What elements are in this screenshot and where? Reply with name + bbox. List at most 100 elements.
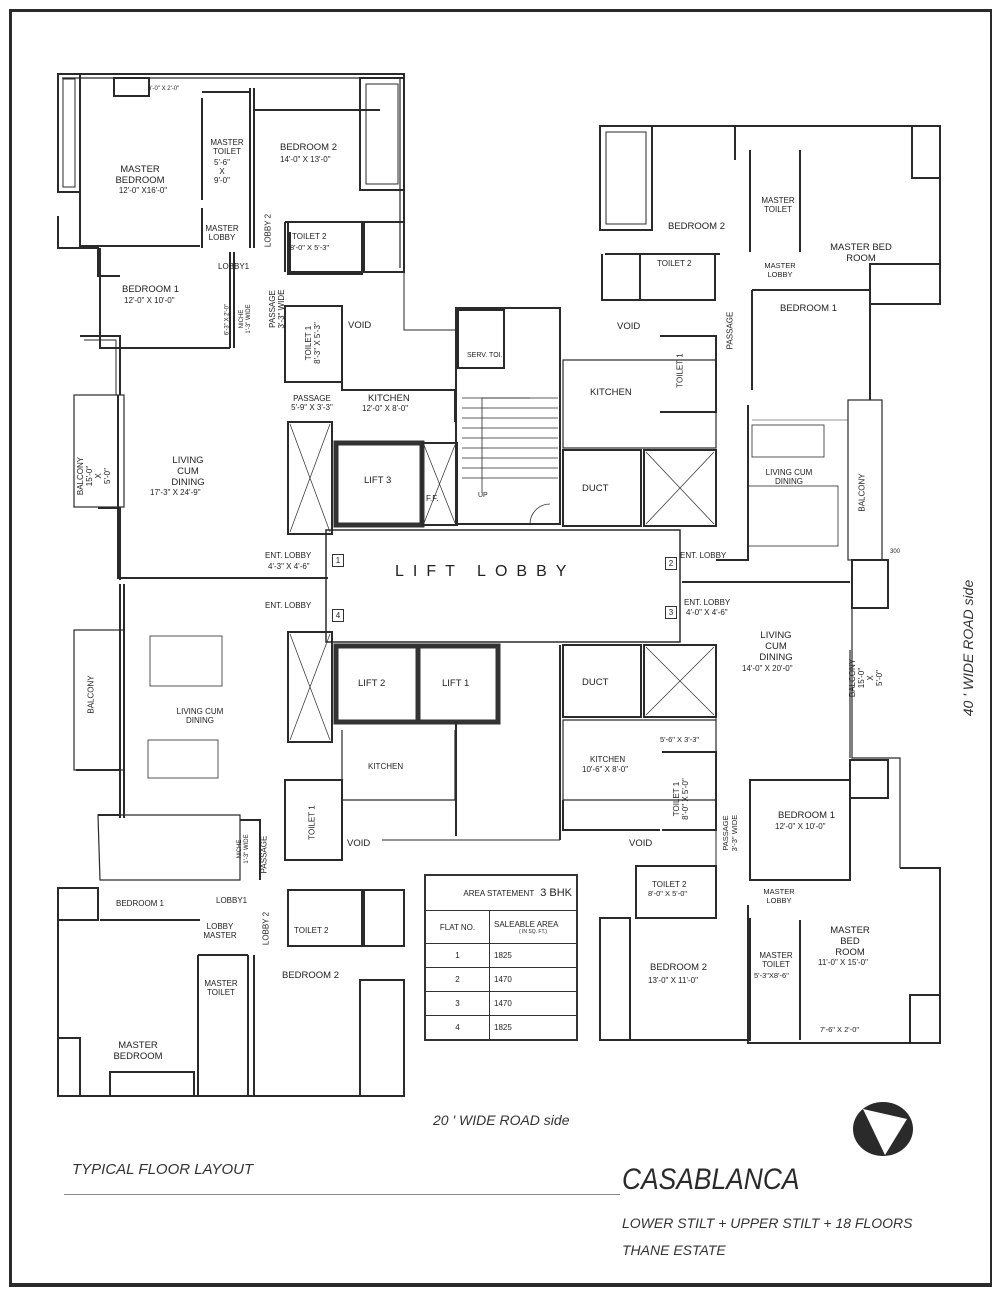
flat1-toilet2-dim: 8'-0" X 5'-3" xyxy=(290,243,330,252)
flat2-balcony-label: BALCONY xyxy=(857,473,867,512)
flat3-bedroom1-label: BEDROOM 1 xyxy=(778,810,836,821)
flat4-niche-label: NICHE 1'-3" WIDE xyxy=(237,834,250,864)
flat3-master-bedroom-label: MASTER BED ROOM xyxy=(830,925,870,958)
lift3-label: LIFT 3 xyxy=(364,475,392,486)
flat3-toilet1-label: TOILET 1 8'-0" X 5'-0" xyxy=(672,778,690,820)
flat1-kitchen-label: KITCHEN xyxy=(368,393,410,404)
area-cell: 1470 xyxy=(489,967,578,992)
area-cell: 1825 xyxy=(489,943,578,968)
flat-no-cell: 1 xyxy=(424,943,490,968)
flat1-lobby1-label: LOBBY1 xyxy=(218,262,250,271)
flat3-master-lobby-label: MASTER LOBBY xyxy=(763,887,795,905)
duct-upper-label: DUCT xyxy=(582,483,609,494)
col-flat-no: FLAT NO. xyxy=(424,910,490,944)
layout-label: TYPICAL FLOOR LAYOUT xyxy=(72,1161,254,1178)
flat2-planter-label: 300 xyxy=(890,549,901,555)
area-cell: 1470 xyxy=(489,991,578,1016)
flat1-toilet1-label: TOILET 1 8'-3" X 5'-3" xyxy=(304,322,322,364)
flat4-passage-label: PASSAGE xyxy=(259,835,269,874)
flat3-living-dim: 14'-0" X 20'-0" xyxy=(742,664,793,673)
flat3-master-toilet-label: MASTER TOILET xyxy=(759,951,793,969)
project-subtitle-floors: LOWER STILT + UPPER STILT + 18 FLOORS xyxy=(622,1215,913,1231)
flat1-passage2-label: PASSAGE 5'-9" X 3'-3" xyxy=(291,394,333,412)
flat1-void-label: VOID xyxy=(348,320,372,331)
flat4-master-toilet-label: MASTER TOILET xyxy=(204,979,238,997)
flat2-ent-lobby-label: ENT. LOBBY xyxy=(680,551,727,560)
flat-no-cell: 3 xyxy=(424,991,490,1016)
flat3-master-bedroom-dim: 11'-0" X 15'-0" xyxy=(818,958,868,967)
flat3-bedroom2-label: BEDROOM 2 xyxy=(650,962,708,973)
stair-up-label: UP xyxy=(478,492,488,499)
road-bottom-label: 20 ' WIDE ROAD side xyxy=(433,1112,570,1128)
col-saleable-area-label: SALEABLE AREA xyxy=(494,919,559,929)
flat1-wardrobe-dim: 6'-0" X 2'-0" xyxy=(148,86,180,92)
flat-no-cell: 4 xyxy=(424,1015,490,1041)
flat-no-cell: 2 xyxy=(424,967,490,992)
project-title: CASABLANCA xyxy=(622,1163,800,1196)
col-saleable-area: SALEABLE AREA( IN SQ. FT.) xyxy=(489,910,578,944)
flat-door-number-3: 3 xyxy=(665,606,677,619)
flat4-void-label: VOID xyxy=(347,838,371,849)
lift1-label: LIFT 1 xyxy=(442,678,470,689)
flat4-lobby2-label: LOBBY 2 xyxy=(261,911,271,946)
flat-door-number-1: 1 xyxy=(332,554,344,567)
col-saleable-area-unit: ( IN SQ. FT.) xyxy=(518,928,548,935)
drawing-frame xyxy=(9,9,992,1287)
flat3-toilet2-dim: 8'-0" X 5'-0" xyxy=(648,889,688,898)
lift2-label: LIFT 2 xyxy=(358,678,386,689)
flat4-living-label: LIVING CUM DINING xyxy=(176,707,224,725)
lift-lobby-label: LIFT LOBBY xyxy=(395,563,576,580)
flat3-passage-dim: 5'-6" X 3'-3" xyxy=(660,735,700,744)
road-right-label: 40 ' WIDE ROAD side xyxy=(960,579,976,717)
flat4-lobby-master-label: LOBBY MASTER xyxy=(203,922,237,940)
flat4-lobby1-label: LOBBY1 xyxy=(216,896,248,905)
flat4-toilet2-label: TOILET 2 xyxy=(294,926,329,935)
title-underline xyxy=(64,1194,620,1195)
flat1-balcony-label: BALCONY 15'-0" X 5'-0" xyxy=(76,456,112,496)
flat1-master-toilet-label: MASTER TOILET xyxy=(210,138,244,156)
flat2-living-label: LIVING CUM DINING xyxy=(765,468,813,486)
flat3-living-label: LIVING CUM DINING xyxy=(759,630,793,663)
flat2-bedroom2-label: BEDROOM 2 xyxy=(668,221,726,232)
flat1-bedroom2-dim: 14'-0" X 13'-0" xyxy=(280,155,331,164)
flat1-kitchen-dim: 12'-0" X 8'-0" xyxy=(362,404,409,413)
flat2-void-label: VOID xyxy=(617,321,641,332)
flat4-toilet1-label: TOILET 1 xyxy=(307,805,317,840)
flat2-kitchen-label: KITCHEN xyxy=(590,387,632,398)
flat3-bedroom2-dim: 13'-0" X 11'-0" xyxy=(648,976,698,985)
flat4-ent-lobby-label: ENT. LOBBY xyxy=(265,601,312,610)
service-toilet-label: SERV. TOI. xyxy=(467,352,503,359)
flat1-master-bedroom-label: MASTER BEDROOM xyxy=(115,164,165,186)
flat2-toilet1-label: TOILET 1 xyxy=(675,353,685,388)
flat4-bedroom1-label: BEDROOM 1 xyxy=(116,899,165,908)
flat3-kitchen-dim: 10'-6" X 8'-0" xyxy=(582,765,629,774)
duct-lower-label: DUCT xyxy=(582,677,609,688)
flat1-niche-dim: 6'-3" X 2'-0" xyxy=(224,303,231,336)
flat3-kitchen-label: KITCHEN xyxy=(590,755,626,764)
flat1-ent-lobby-dim: 4'-3" X 4'-6" xyxy=(268,562,310,571)
flat1-lobby2-label: LOBBY 2 xyxy=(263,213,273,248)
flat3-void-label: VOID xyxy=(629,838,653,849)
flat1-toilet2-label: TOILET 2 xyxy=(292,232,327,241)
area-statement-title: AREA STATEMENT xyxy=(463,889,535,898)
flat4-kitchen-label: KITCHEN xyxy=(368,762,404,771)
flat3-wardrobe-dim: 7'-6" X 2'-0" xyxy=(820,1025,860,1034)
fire-fighting-shaft-label: F.F. xyxy=(426,494,439,503)
flat1-living-label: LIVING CUM DINING xyxy=(171,455,205,488)
flat2-master-toilet-label: MASTER TOILET xyxy=(761,196,795,214)
flat1-living-dim: 17'-3" X 24'-9" xyxy=(150,488,201,497)
flat4-bedroom2-label: BEDROOM 2 xyxy=(282,970,340,981)
flat3-ent-lobby-dim: 4'-0" X 4'-6" xyxy=(686,608,728,617)
project-subtitle-location: THANE ESTATE xyxy=(622,1242,726,1258)
flat2-master-lobby-label: MASTER LOBBY xyxy=(764,261,796,279)
flat2-passage-label: PASSAGE xyxy=(725,311,735,350)
flat3-ent-lobby-label: ENT. LOBBY xyxy=(684,598,731,607)
flat1-master-lobby-label: MASTER LOBBY xyxy=(205,224,239,242)
flat-door-number-4: 4 xyxy=(332,609,344,622)
flat1-master-toilet-dim: 5'-6" X 9'-0" xyxy=(214,158,230,185)
flat4-balcony-label: BALCONY xyxy=(86,675,96,714)
flat4-master-bedroom-label: MASTER BEDROOM xyxy=(113,1040,163,1062)
